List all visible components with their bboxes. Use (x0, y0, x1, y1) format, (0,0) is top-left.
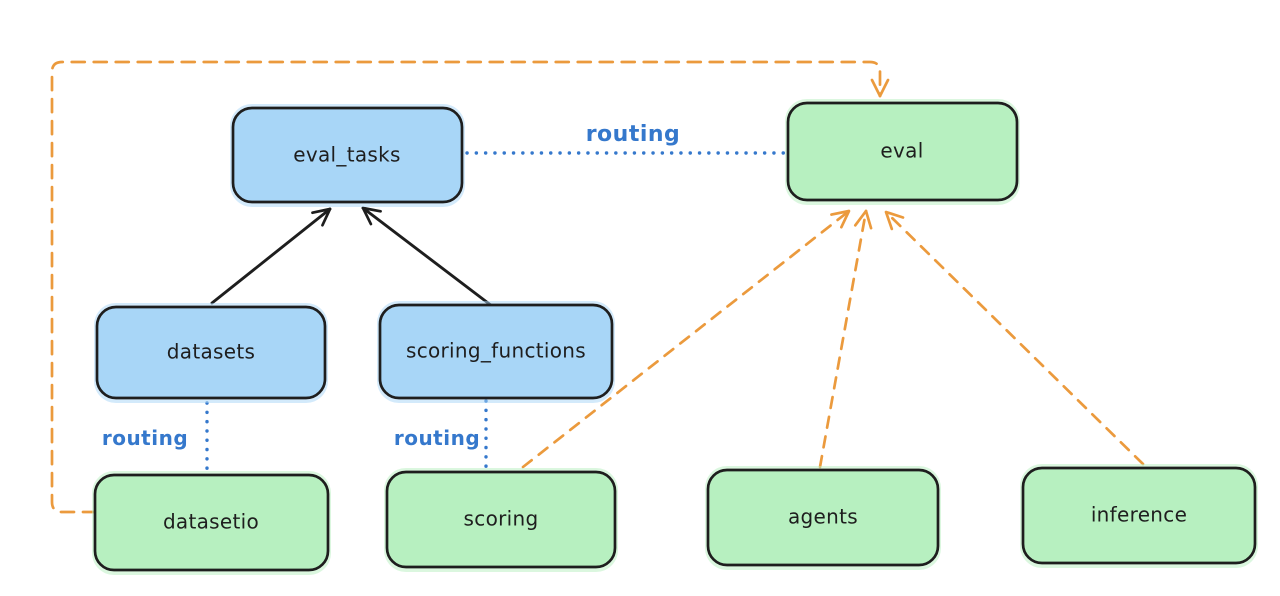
node-inference-label: inference (1091, 503, 1187, 527)
node-agents-box (706, 468, 940, 567)
node-datasets-box (95, 305, 327, 400)
node-agents-label: agents (788, 505, 858, 529)
node-inference-box (1021, 466, 1257, 565)
node-datasets-label: datasets (167, 340, 255, 364)
routing-label-top: routing (586, 122, 681, 147)
node-agents: agents (705, 466, 941, 570)
node-scoring-functions-box (378, 303, 614, 400)
node-eval-box (786, 101, 1019, 202)
edge-datasetio-to-eval (50, 60, 890, 514)
node-eval-tasks-box (231, 106, 464, 204)
edge-labels: routing routing routing (102, 122, 680, 450)
node-scoring-functions: scoring_functions (377, 301, 615, 403)
node-datasetio-label: datasetio (163, 510, 259, 534)
node-eval-label: eval (880, 139, 923, 163)
node-eval-tasks: eval_tasks (230, 104, 465, 207)
edges (50, 60, 1145, 514)
edge-agents-to-eval (818, 209, 873, 469)
node-scoring: scoring (384, 468, 618, 572)
edge-scoring-to-eval (521, 209, 851, 469)
node-eval: eval (785, 99, 1020, 205)
node-datasetio: datasetio (92, 471, 331, 575)
routing-label-left: routing (102, 426, 188, 450)
node-scoring-label: scoring (464, 507, 539, 531)
edge-inference-to-eval (884, 210, 1145, 466)
node-inference: inference (1020, 464, 1258, 568)
node-datasetio-box (93, 473, 330, 572)
node-datasets: datasets (94, 303, 328, 403)
nodes: eval_tasks eval datasets scoring_functio… (92, 99, 1258, 575)
node-scoring-box (385, 470, 617, 569)
edge-scoring-functions-to-eval-tasks (361, 206, 494, 308)
node-eval-tasks-label: eval_tasks (293, 143, 400, 167)
node-scoring-functions-label: scoring_functions (406, 339, 586, 363)
routing-label-middle: routing (394, 426, 480, 450)
edge-datasets-to-eval-tasks (210, 207, 332, 305)
